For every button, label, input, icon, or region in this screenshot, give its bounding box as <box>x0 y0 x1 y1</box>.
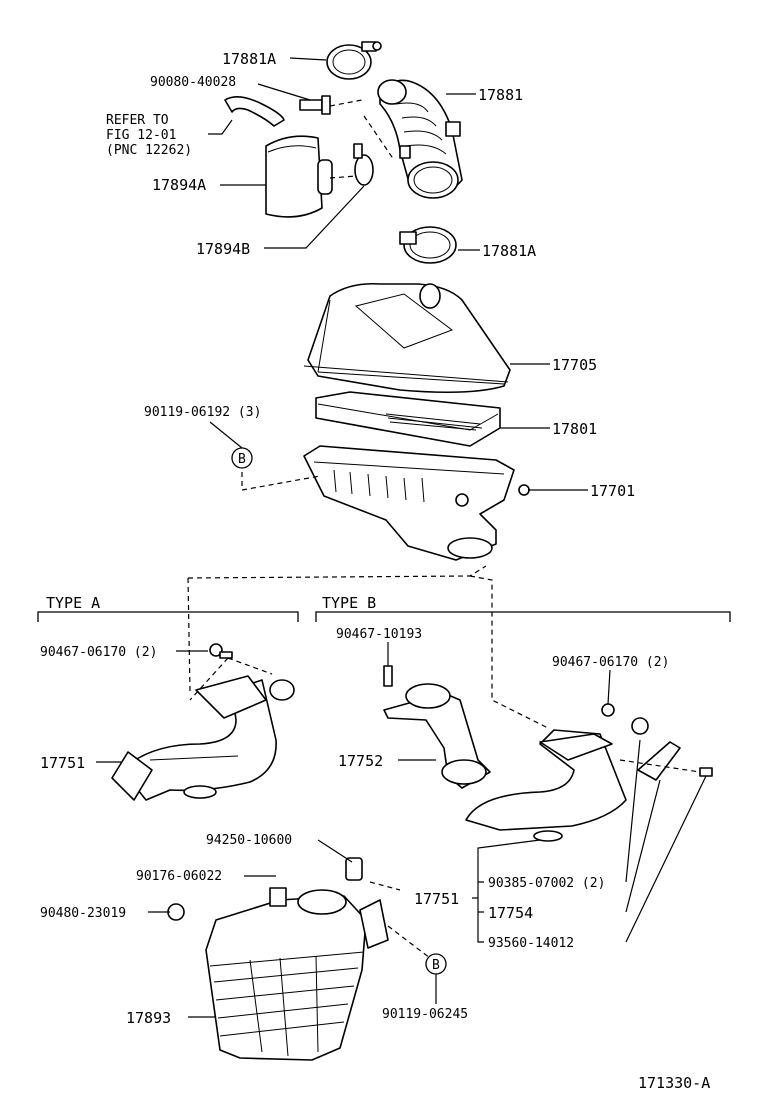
bracket-17754 <box>601 703 713 781</box>
label-90385-07002: 90385-07002 (2) <box>488 876 605 891</box>
clip-90080 <box>299 95 331 115</box>
label-17752: 17752 <box>338 752 383 770</box>
bolt-90467-10193 <box>383 665 393 687</box>
label-17894b: 17894B <box>196 240 250 258</box>
label-90467-10193: 90467-10193 <box>336 627 422 642</box>
intake-hose <box>377 79 463 199</box>
label-90119-06245: 90119-06245 <box>382 1007 468 1022</box>
label-17894a: 17894A <box>152 176 206 194</box>
label-pnc-12262: (PNC 12262) <box>106 143 192 158</box>
type-a-bracket <box>37 611 299 622</box>
bolt-type-a <box>209 643 233 659</box>
label-fig-12-01: FIG 12-01 <box>106 128 176 143</box>
label-90467-06170-a: 90467-06170 (2) <box>40 645 157 660</box>
label-17801: 17801 <box>552 420 597 438</box>
air-cleaner-cap <box>303 282 511 394</box>
hose-clamp-bottom <box>399 226 457 264</box>
label-90176-06022: 90176-06022 <box>136 869 222 884</box>
type-b-bracket <box>315 611 731 622</box>
figure-code: 171330-A <box>638 1074 710 1092</box>
label-90467-06170-b: 90467-06170 (2) <box>552 655 669 670</box>
resonator-17893 <box>167 857 389 1061</box>
label-17881: 17881 <box>478 86 523 104</box>
label-17754: 17754 <box>488 904 533 922</box>
ref-b-label-2: B <box>432 958 440 973</box>
label-94250-10600: 94250-10600 <box>206 833 292 848</box>
label-17751-b: 17751 <box>414 890 459 908</box>
label-type-b: TYPE B <box>322 594 376 612</box>
label-17751-a: 17751 <box>40 754 85 772</box>
air-cleaner-case <box>303 445 530 561</box>
label-17705: 17705 <box>552 356 597 374</box>
label-17881a-bottom: 17881A <box>482 242 536 260</box>
small-clamp <box>353 143 374 186</box>
hose-clamp-top <box>326 41 382 80</box>
label-17893: 17893 <box>126 1009 171 1027</box>
label-93560-14012: 93560-14012 <box>488 936 574 951</box>
label-type-a: TYPE A <box>46 594 100 612</box>
label-90080-40028: 90080-40028 <box>150 75 236 90</box>
air-filter-element <box>315 391 501 447</box>
type-a-inlet-duct <box>111 675 295 801</box>
label-90119-06192: 90119-06192 (3) <box>144 405 261 420</box>
label-90480-23019: 90480-23019 <box>40 906 126 921</box>
ref-b-label-1: B <box>238 452 246 467</box>
label-refer-to: REFER TO <box>106 113 169 128</box>
resonator <box>265 135 333 218</box>
label-17881a-top: 17881A <box>222 50 276 68</box>
type-b-duct-17752 <box>383 683 491 789</box>
label-17701: 17701 <box>590 482 635 500</box>
type-b-inlet-duct <box>465 729 627 842</box>
vacuum-hose <box>224 96 285 127</box>
